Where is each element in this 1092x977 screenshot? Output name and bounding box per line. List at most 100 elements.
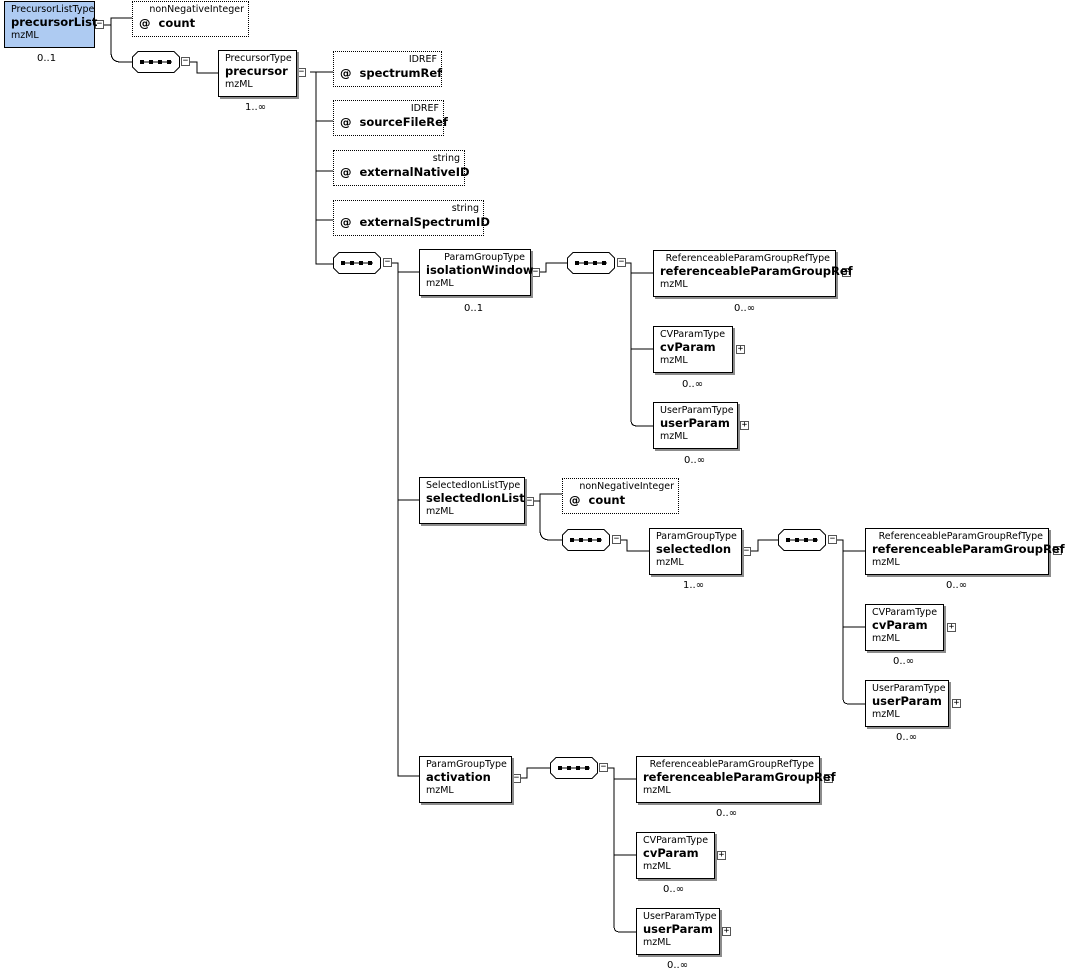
element-name: referenceableParamGroupRef — [660, 264, 853, 278]
expand-icon[interactable]: + — [842, 267, 851, 277]
cardinality: 0..∞ — [716, 808, 738, 819]
element-type: ReferenceableParamGroupRefType — [649, 759, 814, 770]
element-namespace: mzML — [660, 431, 688, 442]
cardinality: 0..1 — [37, 53, 57, 64]
element-namespace: mzML — [660, 279, 688, 290]
element-referenceableParamGroupRef[interactable]: ReferenceableParamGroupRefType reference… — [653, 250, 853, 297]
element-cvParam[interactable]: CVParamType cvParam mzML — [865, 604, 944, 651]
element-name: userParam — [643, 922, 713, 936]
element-namespace: mzML — [872, 633, 900, 644]
attribute-type: nonNegativeInteger — [149, 4, 244, 15]
element-type: UserParamType — [872, 683, 946, 694]
element-namespace: mzML — [660, 355, 688, 366]
element-precursorList[interactable]: PrecursorListType precursorList mzML — [4, 1, 98, 48]
collapse-icon[interactable]: − — [617, 257, 626, 267]
element-type: SelectedIonListType — [426, 480, 521, 491]
attribute-name: externalSpectrumID — [359, 215, 490, 229]
collapse-icon[interactable]: − — [95, 19, 104, 29]
element-namespace: mzML — [643, 785, 671, 796]
expand-icon[interactable]: + — [1053, 545, 1062, 555]
cardinality: 0..∞ — [667, 960, 689, 971]
collapse-icon[interactable]: − — [742, 546, 751, 556]
element-userParam[interactable]: UserParamType userParam mzML — [653, 402, 738, 449]
element-type: CVParamType — [872, 607, 938, 618]
expand-icon[interactable]: + — [722, 926, 731, 936]
attribute-icon: @ — [340, 215, 352, 229]
attribute-type: string — [432, 153, 460, 164]
cardinality: 0..∞ — [684, 455, 706, 466]
attribute-type: nonNegativeInteger — [579, 481, 674, 492]
attribute-externalSpectrumID[interactable]: string @externalSpectrumID — [333, 200, 490, 236]
element-cvParam[interactable]: CVParamType cvParam mzML — [636, 832, 715, 879]
element-selectedIonList[interactable]: SelectedIonListType selectedIonList mzML — [419, 477, 525, 524]
cardinality: 0..∞ — [893, 656, 915, 667]
element-name: precursorList — [11, 15, 98, 29]
expand-icon[interactable]: + — [947, 622, 956, 632]
element-namespace: mzML — [656, 557, 684, 568]
element-name: cvParam — [660, 340, 716, 354]
element-type: CVParamType — [643, 835, 709, 846]
sequence-compositor-icon[interactable] — [567, 252, 615, 274]
attribute-spectrumRef[interactable]: IDREF @spectrumRef — [333, 51, 442, 87]
element-selectedIon[interactable]: ParamGroupType selectedIon mzML — [649, 528, 742, 575]
sequence-compositor-icon[interactable] — [550, 757, 598, 779]
element-namespace: mzML — [426, 506, 454, 517]
cardinality: 0..∞ — [663, 884, 685, 895]
element-name: isolationWindow — [426, 263, 534, 277]
element-namespace: mzML — [643, 937, 671, 948]
attribute-count[interactable]: nonNegativeInteger @count — [562, 478, 679, 514]
attribute-externalNativeID[interactable]: string @externalNativeID — [333, 150, 470, 186]
element-type: UserParamType — [660, 405, 734, 416]
collapse-icon[interactable]: − — [612, 534, 621, 544]
cardinality: 0..∞ — [682, 379, 704, 390]
attribute-icon: @ — [340, 165, 352, 179]
sequence-compositor-icon[interactable] — [333, 252, 381, 274]
element-namespace: mzML — [872, 709, 900, 720]
element-name: userParam — [660, 416, 730, 430]
element-userParam[interactable]: UserParamType userParam mzML — [865, 680, 949, 727]
attribute-sourceFileRef[interactable]: IDREF @sourceFileRef — [333, 100, 448, 136]
attribute-count[interactable]: nonNegativeInteger @count — [132, 1, 249, 37]
collapse-icon[interactable]: − — [512, 773, 521, 783]
element-type: ParamGroupType — [426, 759, 507, 770]
sequence-compositor-icon[interactable] — [132, 51, 180, 73]
sequence-compositor-icon[interactable] — [562, 529, 610, 551]
collapse-icon[interactable]: − — [383, 257, 392, 267]
expand-icon[interactable]: + — [740, 420, 749, 430]
collapse-icon[interactable]: − — [599, 762, 608, 772]
collapse-icon[interactable]: − — [297, 67, 306, 77]
element-cvParam[interactable]: CVParamType cvParam mzML — [653, 326, 733, 373]
collapse-icon[interactable]: − — [181, 56, 190, 66]
element-precursor[interactable]: PrecursorType precursor mzML — [218, 50, 297, 97]
element-activation[interactable]: ParamGroupType activation mzML — [419, 756, 512, 803]
element-referenceableParamGroupRef[interactable]: ReferenceableParamGroupRefType reference… — [636, 756, 836, 803]
expand-icon[interactable]: + — [952, 698, 961, 708]
element-type: UserParamType — [643, 911, 717, 922]
element-namespace: mzML — [225, 79, 253, 90]
attribute-name: sourceFileRef — [359, 115, 448, 129]
element-isolationWindow[interactable]: ParamGroupType isolationWindow mzML — [419, 249, 534, 296]
cardinality: 1..∞ — [683, 580, 705, 591]
element-name: selectedIonList — [426, 491, 525, 505]
element-name: precursor — [225, 64, 288, 78]
element-referenceableParamGroupRef[interactable]: ReferenceableParamGroupRefType reference… — [865, 528, 1065, 575]
collapse-icon[interactable]: − — [531, 267, 540, 277]
expand-icon[interactable]: + — [717, 850, 726, 860]
attribute-type: IDREF — [410, 103, 439, 114]
element-namespace: mzML — [426, 278, 454, 289]
element-type: ParamGroupType — [656, 531, 737, 542]
element-userParam[interactable]: UserParamType userParam mzML — [636, 908, 720, 955]
element-type: PrecursorListType — [11, 4, 95, 15]
attribute-type: IDREF — [408, 54, 437, 65]
expand-icon[interactable]: + — [824, 773, 833, 783]
expand-icon[interactable]: + — [736, 344, 745, 354]
element-type: CVParamType — [660, 329, 726, 340]
attribute-icon: @ — [569, 493, 581, 507]
collapse-icon[interactable]: − — [525, 496, 534, 506]
sequence-compositor-icon[interactable] — [778, 529, 826, 551]
collapse-icon[interactable]: − — [828, 534, 837, 544]
attribute-icon: @ — [139, 16, 151, 30]
element-type: ParamGroupType — [444, 252, 525, 263]
